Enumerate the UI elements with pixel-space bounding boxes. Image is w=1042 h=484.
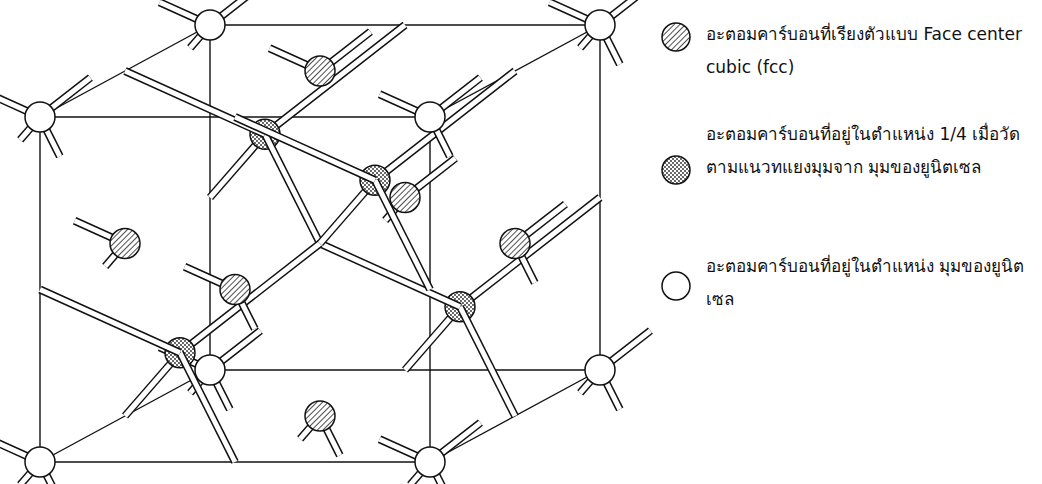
legend-entry: อะตอมคาร์บอนที่อยู่ในตำแหน่ง 1/4 เมื่อวั…: [660, 118, 1032, 184]
corner-atom: [25, 447, 55, 477]
fcc-atom: [305, 56, 335, 86]
bond: [320, 244, 460, 307]
bond: [180, 353, 235, 462]
bond: [375, 71, 515, 180]
corner-atom: [25, 102, 55, 132]
bond: [460, 198, 600, 307]
legend-text: อะตอมคาร์บอนที่อยู่ในตำแหน่ง มุมของยูนิต…: [706, 250, 1028, 316]
legend-text: อะตอมคาร์บอนที่อยู่ในตำแหน่ง 1/4 เมื่อวั…: [706, 118, 1028, 184]
fcc-atom: [110, 229, 140, 259]
fcc-atom: [305, 401, 335, 431]
fcc-atom: [390, 183, 420, 213]
corner-atom: [585, 355, 615, 385]
bond: [375, 180, 430, 289]
bond: [180, 353, 235, 462]
bond: [265, 25, 405, 134]
legend-entry: อะตอมคาร์บอนที่อยู่ในตำแหน่ง มุมของยูนิต…: [660, 250, 1032, 316]
fcc-atom: [220, 275, 250, 305]
legend-symbol: [660, 154, 692, 186]
legend-entry: อะตอมคาร์บอนที่เรียงตัวแบบ Face center c…: [660, 18, 1032, 84]
bond: [320, 244, 460, 307]
bond: [235, 117, 375, 180]
corner-atom: [195, 355, 225, 385]
corner-atom: [585, 10, 615, 40]
legend-symbol: [660, 270, 692, 302]
fcc-atom: [500, 229, 530, 259]
bond: [375, 180, 430, 289]
corner-atom: [195, 10, 225, 40]
corner-atom: [415, 102, 445, 132]
bond: [460, 198, 600, 307]
bond: [460, 307, 515, 416]
legend-symbol: [660, 21, 692, 53]
bond: [235, 117, 375, 180]
bond: [460, 307, 515, 416]
bond: [375, 71, 515, 180]
bond: [40, 290, 180, 353]
bond: [180, 244, 320, 353]
bond: [265, 25, 405, 134]
bond: [40, 290, 180, 353]
bond: [180, 244, 320, 353]
legend-text: อะตอมคาร์บอนที่เรียงตัวแบบ Face center c…: [706, 18, 1028, 84]
corner-atom: [415, 447, 445, 477]
